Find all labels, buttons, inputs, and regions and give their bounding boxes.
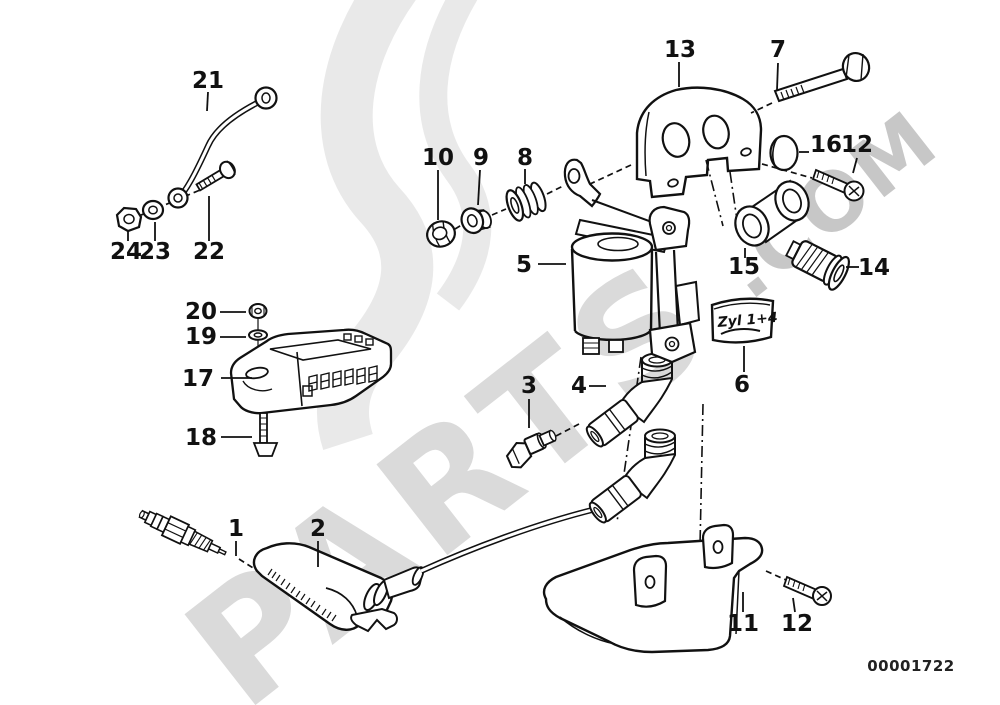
part-screw-12-bottom — [782, 575, 832, 606]
part-callout-2: 2 — [310, 516, 326, 542]
tag-text: Zyl 1+4 — [716, 310, 778, 331]
part-bolt-7 — [773, 51, 871, 103]
part-mounting-plate — [542, 523, 764, 654]
watermark-swoosh2-icon — [419, 0, 492, 311]
part-callout-9: 9 — [473, 145, 489, 171]
part-grommet-8 — [505, 181, 547, 222]
part-callout-1: 1 — [228, 516, 244, 542]
part-screw-18 — [252, 412, 279, 457]
part-nut-20 — [248, 303, 268, 351]
part-callout-15: 15 — [728, 254, 760, 280]
part-link-15 — [734, 179, 810, 247]
part-callout-19: 19 — [185, 324, 217, 350]
part-tag-6: Zyl 1+4 — [710, 297, 778, 344]
part-callout-5: 5 — [516, 252, 532, 278]
part-bushing-9 — [460, 207, 492, 235]
part-washer-23 — [141, 199, 165, 221]
part-connector-14 — [785, 240, 850, 291]
part-callout-20: 20 — [185, 299, 217, 325]
part-callout-13: 13 — [664, 37, 696, 63]
part-ground-cable — [167, 86, 278, 209]
part-callout-7: 7 — [770, 37, 786, 63]
part-callout-16: 16 — [810, 132, 842, 158]
part-ignition-coil — [563, 158, 701, 364]
part-washer-19 — [248, 329, 268, 341]
part-callout-3: 3 — [521, 373, 537, 399]
part-screw-12-top — [811, 168, 865, 202]
part-callout-17: 17 — [182, 366, 214, 392]
part-callout-10: 10 — [422, 145, 454, 171]
part-nut-10 — [426, 220, 456, 248]
part-callout-21: 21 — [192, 68, 224, 94]
part-callout-18: 18 — [185, 425, 217, 451]
part-screw-22 — [195, 160, 236, 192]
part-plug-connector-cable — [252, 506, 597, 633]
callouts: 21 13 7 16 12 10 9 8 5 15 14 6 3 4 20 19… — [110, 37, 890, 637]
part-callout-22: 22 — [193, 239, 225, 265]
part-callout-4: 4 — [571, 373, 587, 399]
part-connector-3 — [505, 429, 557, 469]
part-nut-24 — [115, 206, 143, 233]
part-callout-23: 23 — [139, 239, 171, 265]
part-control-unit — [229, 328, 393, 415]
part-callout-24: 24 — [110, 239, 142, 265]
part-callout-6: 6 — [734, 372, 750, 398]
part-cap-16 — [769, 134, 799, 172]
part-spark-plug — [138, 509, 227, 556]
leader-lines — [127, 62, 859, 613]
part-bracket-13 — [635, 86, 763, 199]
part-callout-8: 8 — [517, 145, 533, 171]
part-callout-11: 11 — [727, 611, 759, 637]
part-callout-12-bottom: 12 — [781, 611, 813, 637]
document-number: 00001722 — [867, 657, 955, 675]
part-callout-14: 14 — [858, 255, 890, 281]
part-callout-12-top: 12 — [841, 132, 873, 158]
